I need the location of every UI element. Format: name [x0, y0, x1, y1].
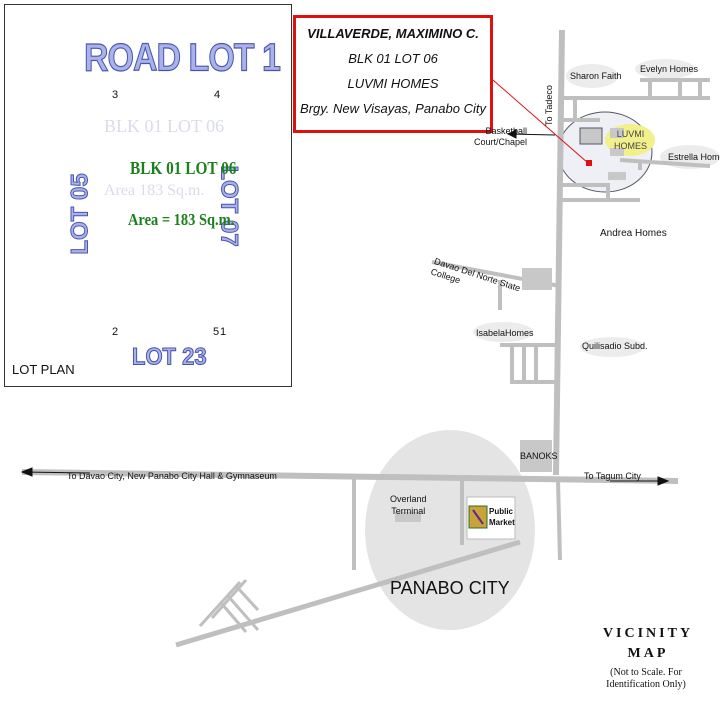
label-sharon-faith: Sharon Faith	[570, 71, 622, 81]
highway-road	[21, 469, 679, 484]
lot-plan-caption: LOT PLAN	[12, 362, 75, 377]
label-banoks: BANOKS	[520, 451, 558, 461]
lot-05-label: LOT 05	[66, 173, 94, 255]
ghost-block-label: BLK 01 LOT 06	[104, 116, 225, 136]
vicinity-map-note: (Not to Scale. For Identification Only)	[606, 667, 686, 690]
owner-info-box: VILLAVERDE, MAXIMINO C. BLK 01 LOT 06 LU…	[293, 15, 493, 133]
label-estrella-homes: Estrella Homes	[668, 152, 720, 162]
banoks-block	[520, 440, 552, 472]
owner-name: VILLAVERDE, MAXIMINO C.	[307, 26, 479, 41]
corner-5: 5	[213, 326, 220, 338]
label-evelyn-homes: Evelyn Homes	[640, 64, 699, 74]
vicinity-map-title: VICINITY MAP	[602, 626, 694, 661]
block-lot-label: BLK 01 LOT 06	[130, 158, 237, 178]
label-overland-terminal: Overland Terminal	[390, 494, 427, 516]
label-isabela-homes: IsabelaHomes	[476, 328, 534, 338]
corner-4: 4	[214, 89, 221, 101]
lot-plan-panel	[4, 4, 292, 387]
diagonal-road	[175, 539, 521, 648]
owner-subdivision: LUVMI HOMES	[347, 76, 439, 91]
label-to-tagum: To Tagum City	[584, 471, 641, 481]
evelyn-homes-area	[635, 59, 695, 79]
ghost-area-label: Area 183 Sq.m.	[104, 182, 205, 199]
sharon-faith-area	[566, 64, 618, 88]
label-andrea-homes: Andrea Homes	[600, 228, 667, 239]
label-panabo-city: PANABO CITY	[390, 578, 510, 598]
area-label: Area = 183 Sq.m.	[128, 210, 235, 229]
owner-block-lot: BLK 01 LOT 06	[348, 51, 438, 66]
road-lot-label: ROAD LOT 1	[84, 35, 282, 80]
label-quilisadio: Quilisadio Subd.	[582, 341, 648, 351]
label-luvmi-homes: LUVMI HOMES	[614, 129, 648, 151]
label-to-davao: To Davao City, New Panabo City Hall & Gy…	[67, 471, 277, 481]
corner-2: 2	[112, 326, 119, 338]
owner-leader-line	[492, 79, 589, 164]
label-public-market: Public Market	[489, 507, 515, 527]
label-basketball-court: Basketball Court/Chapel	[474, 126, 528, 147]
owner-address: Brgy. New Visayas, Panabo City	[300, 101, 486, 116]
lot-23-label: LOT 23	[132, 342, 208, 371]
corner-3: 3	[112, 89, 119, 101]
label-to-tadeco: To Tadeco	[544, 85, 554, 126]
corner-1: 1	[220, 326, 227, 338]
north-road	[553, 29, 565, 476]
isabela-homes-area	[473, 322, 533, 342]
quilisadio-area	[580, 337, 644, 357]
